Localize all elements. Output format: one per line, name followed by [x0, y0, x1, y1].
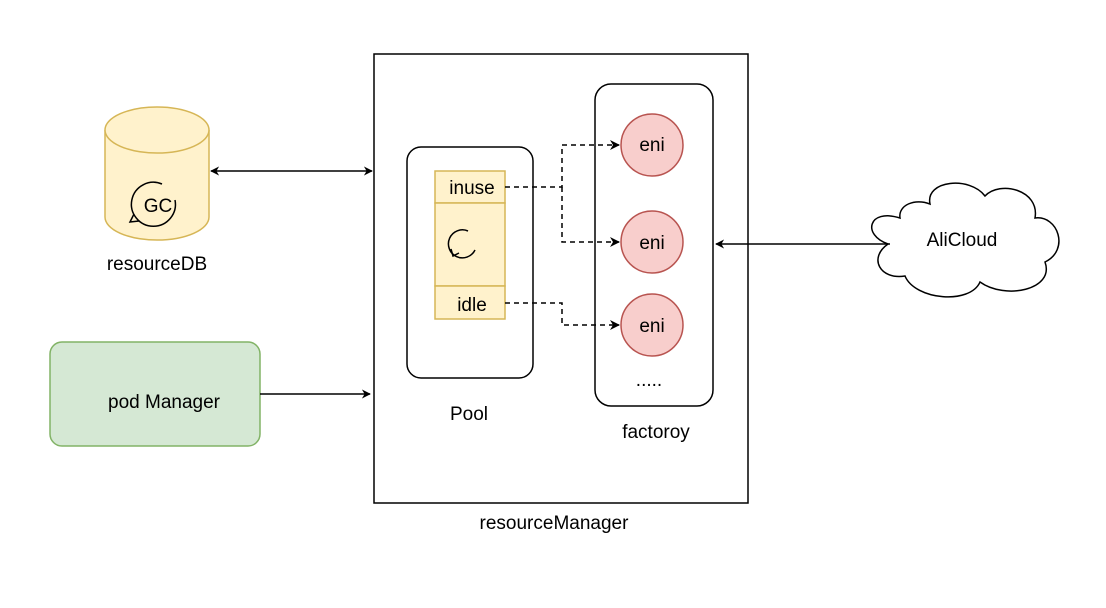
eni-circle-2: [620, 210, 684, 274]
pool-idle-label: idle: [457, 295, 487, 316]
factory-label: factoroy: [622, 422, 690, 443]
edge-idle-eni-3: [505, 302, 620, 330]
resource-db-label: resourceDB: [107, 254, 207, 275]
eni-label-1: eni: [639, 135, 664, 156]
edge-inuse-eni-1: [505, 140, 620, 188]
eni-circle-3: [620, 293, 684, 357]
pod-manager-label: pod Manager: [108, 392, 221, 413]
alicloud-label: AliCloud: [927, 230, 998, 251]
eni-circle-1: [620, 113, 684, 177]
pool-label: Pool: [450, 404, 488, 425]
alicloud-cloud: [871, 182, 1060, 298]
pool-node: inuse idle Pool: [406, 146, 534, 425]
edges: [210, 140, 890, 399]
pool-cycle-cell: [434, 202, 506, 287]
resource-db-node: GC resourceDB: [104, 106, 210, 275]
resource-db-gc-label: GC: [144, 196, 173, 217]
resource-manager-label: resourceManager: [480, 513, 630, 534]
refresh-icon: [447, 229, 476, 259]
refresh-icon: [128, 181, 177, 228]
eni-label-2: eni: [639, 233, 664, 254]
resource-db-cylinder: [104, 130, 210, 241]
eni-label-3: eni: [639, 316, 664, 337]
factory-node: eni eni eni ..... factoroy: [594, 83, 714, 443]
alicloud-node: AliCloud: [871, 182, 1060, 298]
pool-inuse-label: inuse: [449, 178, 494, 199]
edge-inuse-eni-2: [561, 187, 620, 247]
pod-manager-node: pod Manager: [49, 341, 261, 447]
factory-more-label: .....: [636, 370, 662, 391]
resource-db-top: [104, 106, 210, 154]
